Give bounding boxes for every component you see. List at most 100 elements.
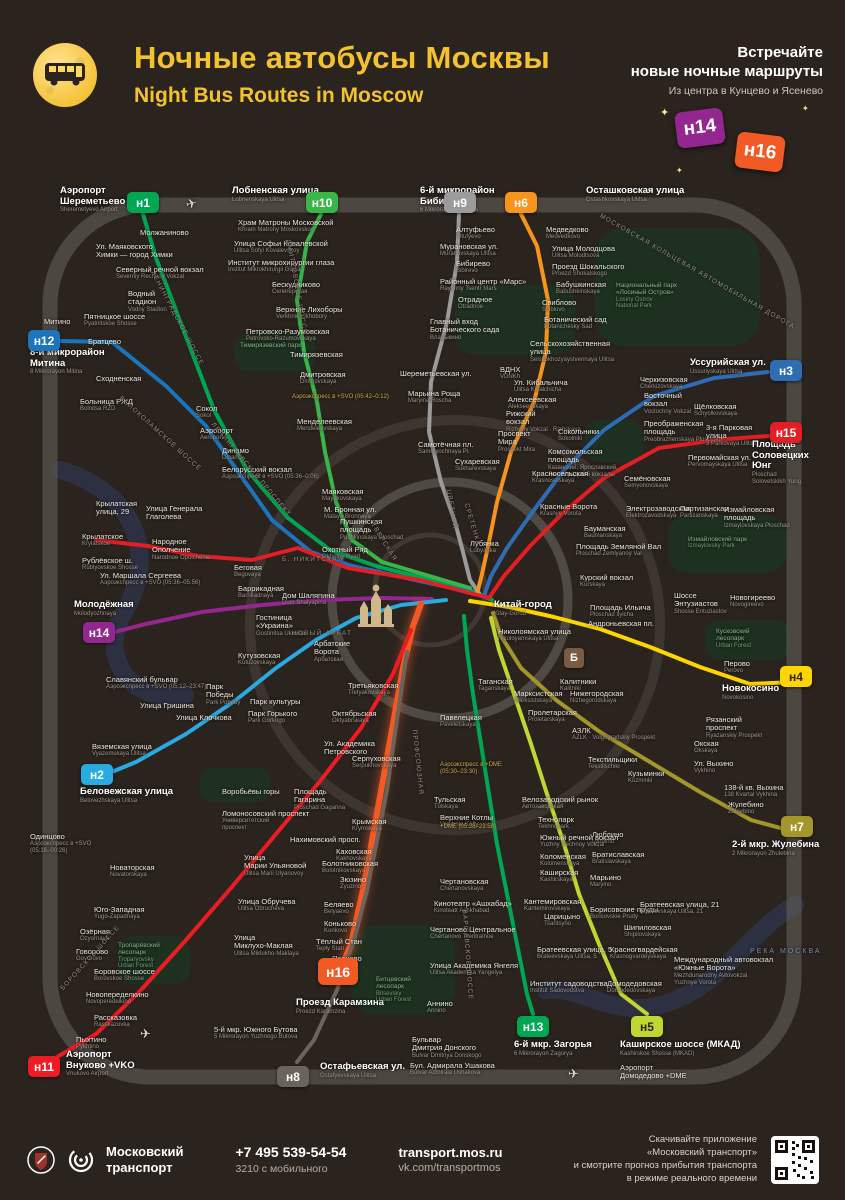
station-label: Каширское шоссе (МКАД)Kashirskoe Shosse … (620, 1039, 741, 1057)
route-badge-н13: н13 (517, 1016, 549, 1037)
route-line-n7 (491, 611, 797, 834)
airplane-icon: ✈ (568, 1066, 579, 1081)
phone-number: +7 495 539-54-54 (235, 1144, 347, 1161)
route-line-n5 (489, 616, 649, 1016)
moscow-coat-of-arms (27, 1146, 55, 1174)
park-timiryazevsky (235, 333, 315, 371)
note-label: Аэроэкспресс в +SVO (05:42–0:12) (292, 394, 389, 400)
route-line-n1 (141, 212, 494, 602)
station-label: М. Бронная ул.Malaya Bronnaya (324, 505, 377, 521)
station-label: Шереметьевская ул. (400, 369, 472, 378)
route-line-n3 (482, 370, 770, 598)
route-badge-н6: н6 (505, 192, 537, 213)
station-label: Гостиница«Украина»Gostinitsa Ukraina (256, 613, 306, 637)
park-bitsevsky (350, 925, 455, 1015)
links-block: transport.mos.ru vk.com/transportmos (398, 1144, 502, 1176)
park-vorobyovy-gory (200, 768, 270, 802)
route-badge-н9: н9 (444, 192, 476, 213)
app-promo-text: Скачивайте приложение«Московский транспо… (573, 1134, 757, 1184)
route-badge-н16: н16 (318, 958, 358, 985)
route-badge-н15: н15 (770, 422, 802, 443)
moskva-river (51, 461, 804, 1018)
station-label: Рублёвское ш.Rublyovskoe Shosse (82, 556, 139, 572)
route-line-n15 (94, 434, 770, 600)
routes-layer (50, 212, 797, 1064)
kremlin-icon (358, 584, 394, 627)
station-label: Мурановская ул.Muranovskaya Ulitsa (440, 242, 499, 258)
route-line-n16 (334, 601, 424, 981)
route-badge-н2: н2 (81, 764, 113, 785)
park-label: Национальный парк«Лосиный Остров»Losiny … (616, 282, 677, 310)
route-badge-н3: н3 (770, 360, 802, 381)
route-badge-н7: н7 (781, 816, 813, 837)
